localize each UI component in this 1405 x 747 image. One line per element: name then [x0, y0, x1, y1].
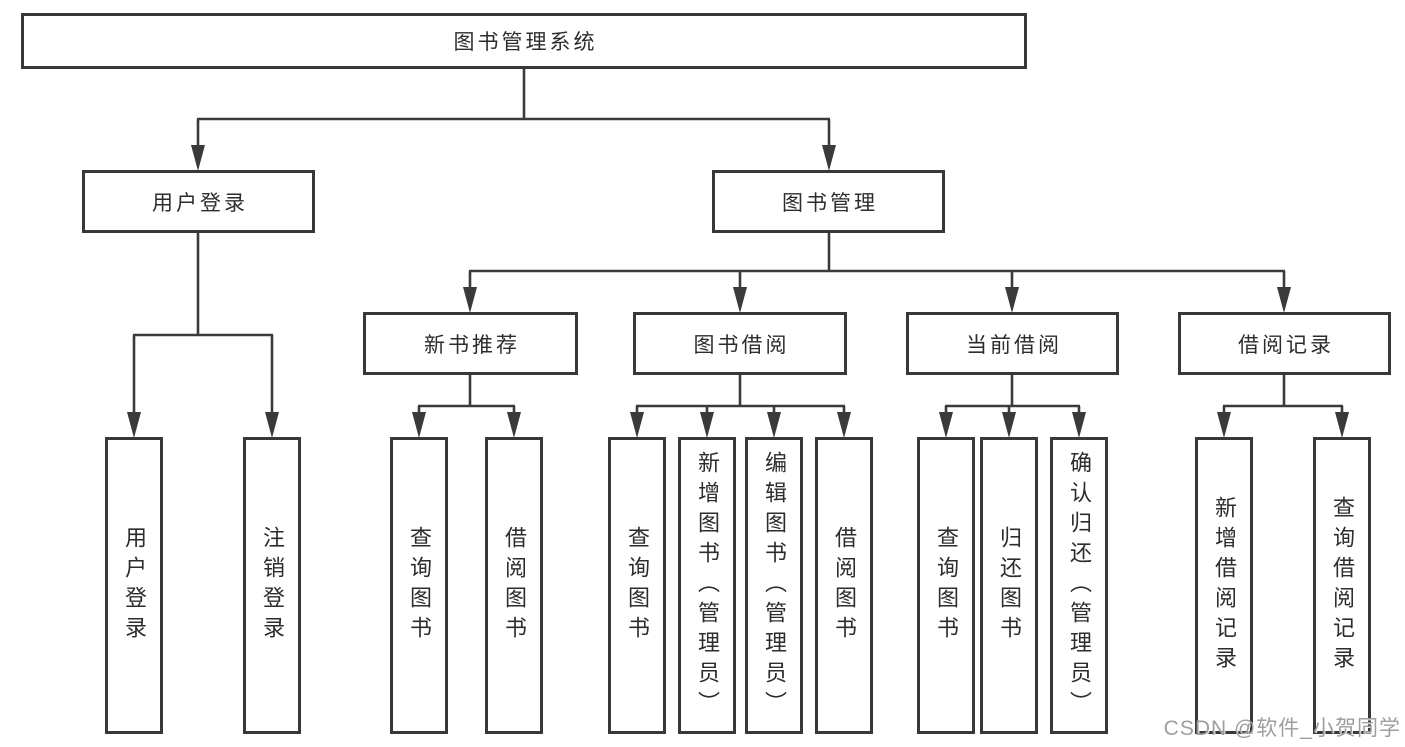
arrowhead-leaf-logout: [265, 412, 279, 438]
connector-borrowing-to-leaves: [635, 375, 846, 416]
node-library-system: 图书管理系统: [21, 13, 1027, 69]
leaf-add-book-admin: 新增图书（管理员）: [678, 437, 736, 734]
connector-records-to-leaves: [1222, 375, 1344, 416]
leaf-user-login: 用户登录: [105, 437, 163, 734]
connector-current-to-leaves: [944, 375, 1081, 416]
leaf-return-book: 归还图书: [980, 437, 1038, 734]
arrowhead-leaf-edit-book: [767, 412, 781, 438]
leaf-query-books-1: 查询图书: [390, 437, 448, 734]
arrowhead-leaf-query-books-1: [412, 412, 426, 438]
node-current-borrowing: 当前借阅: [906, 312, 1119, 375]
leaf-add-borrow-record: 新增借阅记录: [1195, 437, 1253, 734]
node-new-book-recommendation: 新书推荐: [363, 312, 578, 375]
leaf-logout: 注销登录: [243, 437, 301, 734]
arrowhead-current-borrowing: [1005, 287, 1019, 313]
leaf-edit-book-admin: 编辑图书（管理员）: [745, 437, 803, 734]
connector-root-to-branches: [196, 66, 831, 152]
leaf-query-books-3: 查询图书: [917, 437, 975, 734]
arrowhead-leaf-add-borrow-record: [1217, 412, 1231, 438]
arrowhead-book-management: [822, 145, 836, 171]
arrowhead-leaf-add-book: [700, 412, 714, 438]
connector-user-login-to-leaves: [132, 233, 274, 416]
node-book-borrowing: 图书借阅: [633, 312, 847, 375]
arrowhead-leaf-user-login: [127, 412, 141, 438]
arrowhead-leaf-query-books-3: [939, 412, 953, 438]
node-user-login: 用户登录: [82, 170, 315, 233]
arrowhead-leaf-query-borrow-record: [1335, 412, 1349, 438]
arrowhead-leaf-return-book: [1002, 412, 1016, 438]
leaf-query-books-2: 查询图书: [608, 437, 666, 734]
connector-book-management-to-groups: [468, 233, 1286, 294]
leaf-borrow-books-2: 借阅图书: [815, 437, 873, 734]
arrowhead-new-book-recommendation: [463, 287, 477, 313]
arrowhead-leaf-confirm-return: [1072, 412, 1086, 438]
arrowhead-leaf-query-books-2: [630, 412, 644, 438]
connector-recommendation-to-leaves: [417, 375, 516, 416]
arrowhead-book-borrowing: [733, 287, 747, 313]
leaf-confirm-return-admin: 确认归还（管理员）: [1050, 437, 1108, 734]
arrowhead-borrow-records: [1277, 287, 1291, 313]
arrowhead-user-login: [191, 145, 205, 171]
node-borrow-records: 借阅记录: [1178, 312, 1391, 375]
leaf-borrow-books-1: 借阅图书: [485, 437, 543, 734]
arrowhead-leaf-borrow-books-1: [507, 412, 521, 438]
watermark: CSDN @软件_小贺同学: [1163, 717, 1401, 740]
arrowhead-leaf-borrow-books-2: [837, 412, 851, 438]
node-book-management: 图书管理: [712, 170, 945, 233]
leaf-query-borrow-record: 查询借阅记录: [1313, 437, 1371, 734]
